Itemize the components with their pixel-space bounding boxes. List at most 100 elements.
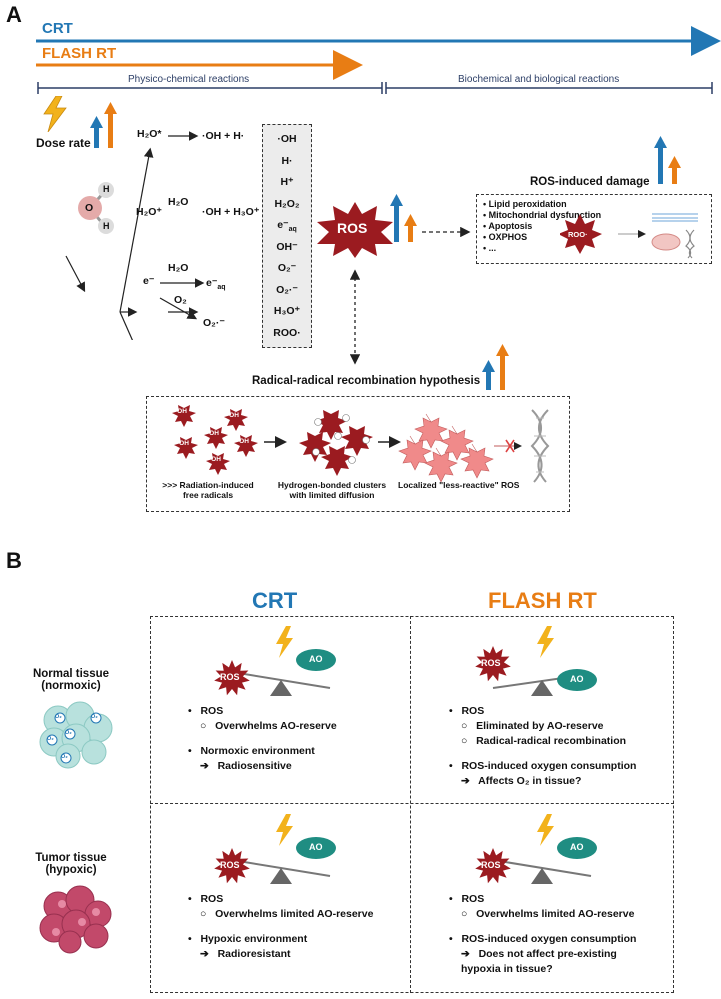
branch2-reagent: H₂O: [168, 196, 189, 208]
ros-damage-box: • Lipid peroxidation• Mitochondrial dysf…: [476, 194, 712, 264]
water-h-top-label: H: [103, 184, 110, 194]
row-tumor-label: Tumor tissue (hypoxic): [35, 852, 107, 876]
seesaw-ros-label: ROS: [220, 672, 240, 682]
branch3-reagent1: H₂O: [168, 262, 189, 274]
branch1-product: ·OH + H·: [202, 130, 245, 142]
oh-label-5: ·OH: [237, 438, 249, 445]
bullet-main: • ROS-induced oxygen consumption: [449, 933, 637, 945]
water-h-bottom-label: H: [103, 221, 110, 231]
seesaw-fulcrum: [270, 868, 292, 884]
bullet-main: • ROS: [449, 893, 485, 905]
damage-illustration: [560, 213, 698, 259]
seesaw-fulcrum: [531, 680, 553, 696]
seesaw-ao-label: AO: [309, 654, 323, 664]
seesaw-ao-label: AO: [570, 842, 584, 852]
branch2-reactant: H₂O⁺: [136, 206, 162, 218]
species-item: ROO·: [273, 326, 301, 339]
ao-ellipse-icon: [296, 649, 336, 671]
ros-star-icon: [214, 848, 250, 884]
ros-damage-title: ROS-induced damage: [530, 176, 650, 188]
seesaw-fulcrum: [531, 868, 553, 884]
comparison-grid: [150, 616, 674, 993]
ros-star-icon: [317, 202, 393, 258]
bullet-main: • ROS-induced oxygen consumption: [449, 760, 637, 772]
seesaw-illustration: [475, 626, 597, 696]
lightning-bolt-icon: [537, 626, 554, 658]
branch3-product1: e⁻aq: [206, 277, 226, 292]
cell-text: • ROS○ Overwhelms limited AO-reserve• RO…: [449, 892, 664, 977]
branch2-product: ·OH + H₃O⁺: [202, 206, 260, 218]
branch3-product2: O₂·⁻: [203, 317, 225, 329]
seesaw-ao-label: AO: [309, 842, 323, 852]
result-arrow-line: ➔ Affects O₂ in tissue?: [461, 775, 582, 787]
damage-item: • Mitochondrial dysfunction: [483, 210, 602, 220]
tumor-tissue-icon: [39, 885, 112, 954]
step3-caption: Localized "less-reactive" ROS: [398, 480, 520, 490]
seesaw-illustration: [214, 814, 336, 884]
col-crt-header: CRT: [252, 588, 298, 613]
damage-item: • ...: [483, 243, 497, 253]
bullet-main: • ROS: [449, 705, 485, 717]
ros-damage-list: • Lipid peroxidation• Mitochondrial dysf…: [483, 199, 601, 254]
dose-rate-arrows-icon: [90, 102, 117, 148]
species-item: OH⁻: [276, 240, 298, 253]
species-item: H⁺: [280, 176, 294, 188]
species-item: O₂·⁻: [276, 283, 298, 296]
dose-rate-label: Dose rate: [36, 136, 91, 150]
step1-caption: >>> Radiation-induced free radicals: [162, 480, 254, 500]
species-item: e⁻aq: [277, 219, 297, 234]
branch3-electron: e⁻: [143, 275, 155, 287]
bullet-sub: ○ Eliminated by AO-reserve: [461, 720, 604, 732]
species-item: H·: [281, 154, 293, 167]
ros-star-icon: [214, 660, 250, 696]
crt-timeline-label: CRT: [42, 20, 73, 37]
ros-star-icon: [475, 848, 511, 884]
ao-ellipse-icon: [296, 837, 336, 859]
seesaw-fulcrum: [270, 680, 292, 696]
bullet-main: • Hypoxic environment: [188, 933, 308, 945]
species-item: O₂⁻: [277, 262, 297, 274]
recombination-box: [146, 396, 570, 512]
branch3-reagent2: O₂: [174, 294, 187, 306]
o2-label-2: O₂: [91, 714, 98, 720]
reaction-arrows: [65, 131, 205, 340]
cell-text: • ROS○ Overwhelms AO-reserve• Normoxic e…: [188, 704, 403, 774]
ros-damage-arrows-icon: [654, 136, 681, 184]
species-item: H₂O₂: [274, 197, 300, 210]
panel-a-letter: A: [6, 2, 22, 27]
roo-label: ROO·: [568, 230, 588, 239]
recombination-arrows-icon: [482, 344, 509, 390]
lightning-bolt-icon: [276, 626, 293, 658]
ros-label: ROS: [337, 220, 368, 236]
phase-physico-label: Physico-chemical reactions: [128, 74, 250, 85]
oh-label-4: ·OH: [177, 440, 189, 447]
o2-label-5: O₂: [61, 754, 68, 760]
seesaw-ros-label: ROS: [481, 658, 501, 668]
step2-caption: Hydrogen-bonded clusters with limited di…: [277, 480, 387, 500]
oh-label-3: ·OH: [207, 430, 219, 437]
damage-item: • Lipid peroxidation: [483, 199, 567, 209]
ros-arrows-icon: [390, 194, 417, 242]
recombination-title: Radical-radical recombination hypothesis: [252, 375, 481, 387]
phase-biochem-label: Biochemical and biological reactions: [458, 74, 620, 85]
water-molecule-icon: [78, 182, 114, 234]
lightning-bolt-icon: [276, 814, 293, 846]
cell-text: • ROS○ Eliminated by AO-reserve○ Radical…: [449, 704, 664, 789]
grid-horizontal-divider: [150, 803, 674, 804]
col-flash-header: FLASH RT: [488, 588, 597, 613]
cell-crt-normal: ROS AO • ROS○ Overwhelms AO-reserve• Normo…: [150, 616, 410, 803]
bullet-sub: ○ Overwhelms AO-reserve: [200, 720, 337, 732]
damage-item: • Apoptosis: [483, 221, 533, 231]
o2-label-3: O₂: [65, 730, 72, 736]
row-normal-label: Normal tissue (normoxic): [32, 668, 110, 692]
o2-label-4: O₂: [47, 736, 54, 742]
flash-timeline-label: FLASH RT: [42, 45, 117, 62]
ros-star-icon: [475, 646, 511, 682]
bullet-sub: ○ Overwhelms limited AO-reserve: [200, 908, 374, 920]
species-item: ·OH: [277, 133, 297, 145]
seesaw-illustration: [214, 626, 336, 696]
